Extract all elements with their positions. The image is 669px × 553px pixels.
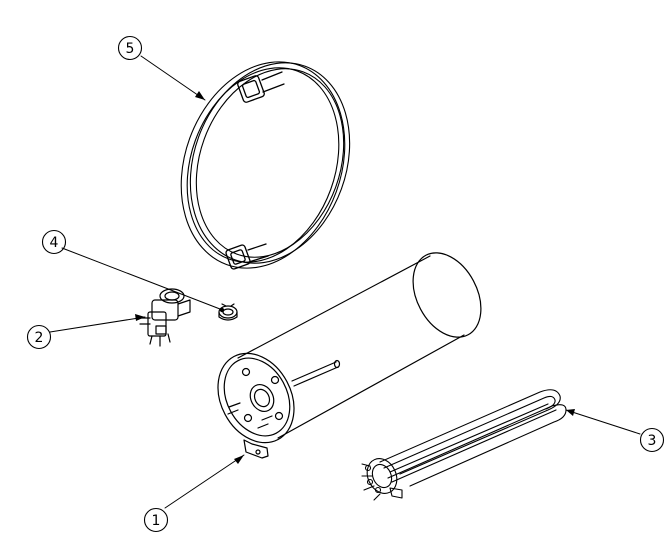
arrowheads — [135, 91, 575, 464]
tank-bracket — [243, 439, 269, 459]
callout-5: 5 — [117, 35, 143, 61]
callout-1-label: 1 — [152, 513, 161, 529]
tank-drawing — [217, 252, 482, 459]
small-fitting-drawing — [218, 303, 238, 321]
callout-4: 4 — [41, 229, 67, 255]
leader-lines — [49, 55, 641, 509]
callout-5-label: 5 — [126, 41, 135, 57]
hose-drawing — [180, 61, 351, 270]
hose-bottom-nut — [225, 243, 269, 270]
heating-element-drawing — [361, 389, 567, 501]
leader-line-5 — [140, 55, 206, 101]
callout-3-label: 3 — [648, 433, 657, 449]
callout-4-label: 4 — [50, 235, 59, 251]
leader-line-4 — [61, 247, 221, 310]
callout-3: 3 — [639, 427, 665, 453]
leader-line-3 — [565, 409, 641, 435]
leader-line-2 — [49, 316, 146, 333]
callout-2: 2 — [26, 324, 52, 350]
leader-line-1 — [164, 454, 245, 509]
hose-top-nut — [237, 71, 285, 103]
callout-1: 1 — [143, 507, 169, 533]
valve-drawing — [139, 288, 191, 347]
callout-2-label: 2 — [35, 330, 44, 346]
